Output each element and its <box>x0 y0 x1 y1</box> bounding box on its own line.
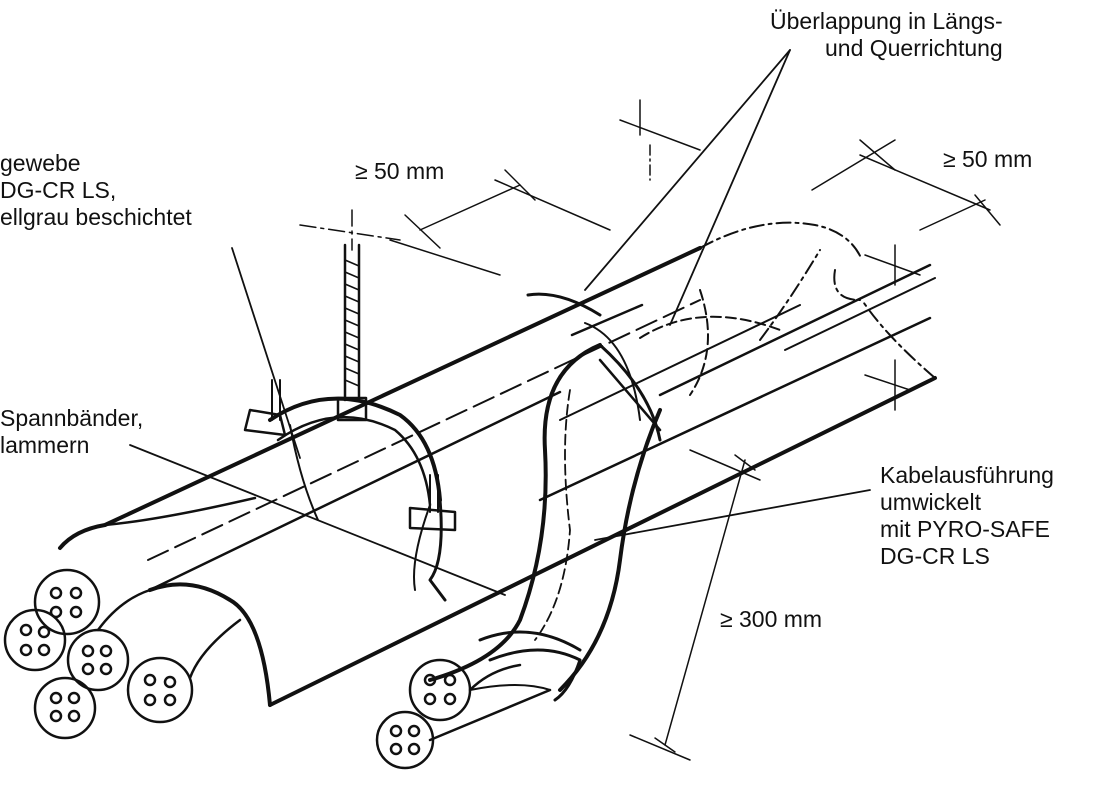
fabric-label-line-1: gewebe <box>0 150 81 176</box>
cable-exit-label-line-1: Kabelausführung <box>880 462 1054 488</box>
threaded-rod <box>271 209 439 513</box>
branch-cable <box>428 343 662 702</box>
straps-label-line-1: Spannbänder, <box>0 405 144 431</box>
fabric-label-line-3: ellgrau beschichtet <box>0 204 192 230</box>
straps-label-line-2: lammern <box>0 432 90 458</box>
overlap-label-line-2: und Querrichtung <box>824 35 1003 61</box>
cable-exit-label-line-4: DG-CR LS <box>880 543 990 569</box>
dimension-lines <box>389 99 1001 761</box>
straps-label: Spannbänder, lammern <box>0 405 143 459</box>
dimension-label-50mm-right: ≥ 50 mm <box>943 146 1033 172</box>
cable-exit-label-line-3: mit PYRO-SAFE <box>880 516 1050 542</box>
dimension-label-50mm-left: ≥ 50 mm <box>355 158 445 184</box>
dimension-label-300mm: ≥ 300 mm <box>720 606 823 632</box>
overlap-label: Überlappung in Längs- und Querrichtung <box>770 8 1003 62</box>
leader-lines <box>129 49 871 596</box>
cable-exit-label-line-2: umwickelt <box>880 489 981 515</box>
fabric-label: gewebe DG-CR LS, ellgrau beschichtet <box>0 150 192 231</box>
fabric-label-line-2: DG-CR LS, <box>0 177 117 203</box>
cable-exit-label: Kabelausführung umwickelt mit PYRO-SAFE … <box>880 462 1054 570</box>
overlap-label-line-1: Überlappung in Längs- <box>770 8 1003 34</box>
cable-ends <box>3 568 552 770</box>
pipe-clamp <box>243 396 457 602</box>
wrapped-cable-bundle <box>58 221 937 707</box>
